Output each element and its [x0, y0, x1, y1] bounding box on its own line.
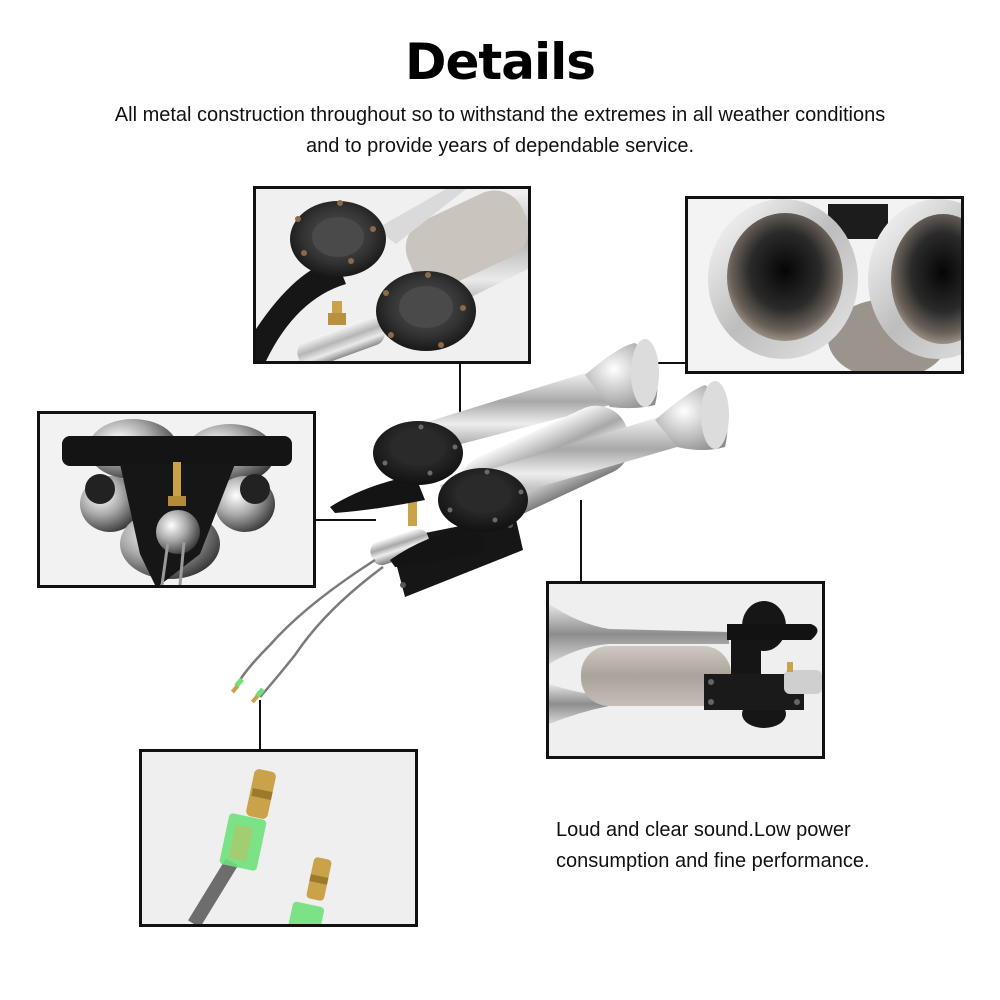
detail-panel-connectors	[139, 749, 418, 927]
connector-line-valve-caps	[459, 362, 461, 437]
valve-caps-image	[256, 189, 528, 361]
connector-line-rear-view	[314, 519, 376, 521]
detail-panel-valve-caps	[253, 186, 531, 364]
connector-line-side-view	[580, 500, 582, 584]
connectors-image	[142, 752, 415, 924]
rear-view-image	[40, 414, 313, 585]
connector-line-trumpet-bells	[658, 362, 688, 364]
detail-panel-rear-view	[37, 411, 316, 588]
trumpet-bells-image	[688, 199, 961, 371]
page-subtitle: All metal construction throughout so to …	[114, 104, 886, 157]
connector-line-connectors	[259, 700, 261, 752]
detail-panel-trumpet-bells	[685, 196, 964, 374]
feature-note: Loud and clear sound.Low power consumpti…	[556, 819, 870, 872]
main-product-image	[225, 335, 745, 705]
detail-panel-side-view	[546, 581, 825, 759]
page-title: Details	[404, 33, 596, 91]
side-view-image	[549, 584, 822, 756]
